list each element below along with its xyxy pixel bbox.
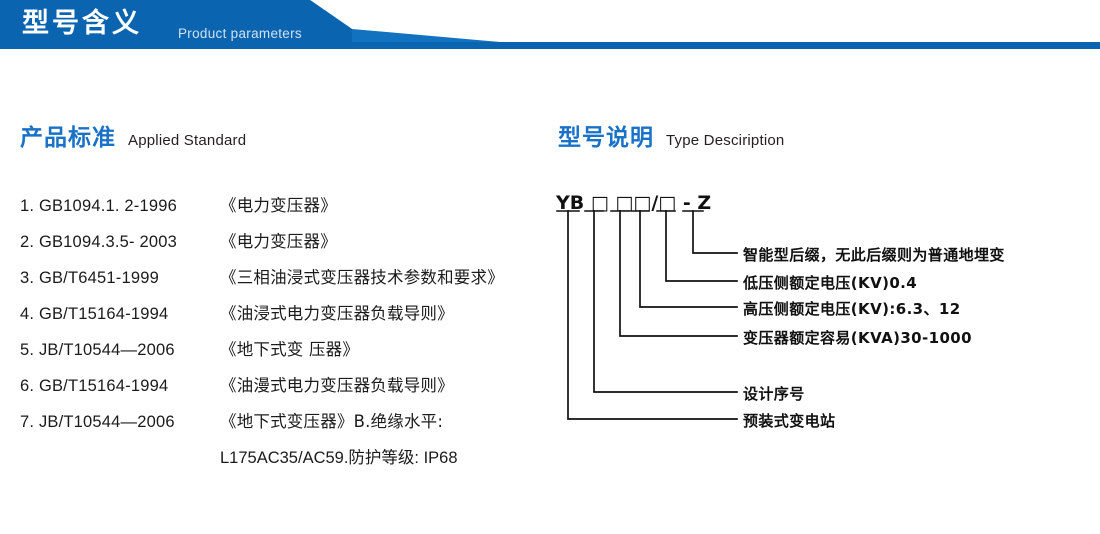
- callout-label-substation: 预装式变电站: [743, 412, 836, 430]
- applied-standards-list: 1. GB1094.1. 2-1996 《电力变压器》 2. GB1094.3.…: [20, 192, 550, 480]
- leader-callout-substation: [567, 210, 738, 420]
- standard-name: 《地下式变压器》B.绝缘水平:: [220, 412, 444, 431]
- standard-item: 2. GB1094.3.5- 2003 《电力变压器》: [20, 228, 550, 264]
- standard-name: 《电力变压器》: [220, 232, 337, 251]
- section-heading-cn: 型号说明: [558, 125, 654, 151]
- callout-label-lv: 低压侧额定电压(KV)0.4: [743, 274, 918, 292]
- leader-callout-capacity: [619, 210, 738, 337]
- standard-code: 3. GB/T6451-1999: [20, 269, 159, 287]
- type-code-string: YB □ □□/□ - Z: [556, 192, 712, 214]
- leader-callout-hv: [639, 210, 738, 308]
- standard-name: 《油浸式电力变压器负载导则》: [220, 304, 454, 323]
- standard-name: 《油漫式电力变压器负载导则》: [220, 376, 454, 395]
- standard-item: 4. GB/T15164-1994 《油浸式电力变压器负载导则》: [20, 300, 550, 336]
- standard-code: 4. GB/T15164-1994: [20, 305, 169, 323]
- standard-name: 《电力变压器》: [220, 196, 337, 215]
- section-heading-cn: 产品标准: [20, 125, 116, 151]
- type-callout-labels: 智能型后缀，无此后缀则为普通地埋变 低压侧额定电压(KV)0.4 高压侧额定电压…: [545, 185, 1090, 445]
- standard-code: 6. GB/T15164-1994: [20, 377, 169, 395]
- standard-code: 7. JB/T10544—2006: [20, 413, 175, 431]
- section-heading-en: Applied Standard: [128, 132, 247, 149]
- standard-item: 7. JB/T10544—2006 《地下式变压器》B.绝缘水平:: [20, 408, 550, 444]
- header-subtitle: Product parameters: [178, 26, 302, 41]
- callout-label-suffix: 智能型后缀，无此后缀则为普通地埋变: [743, 246, 1005, 264]
- standard-item: 1. GB1094.1. 2-1996 《电力变压器》: [20, 192, 550, 228]
- leader-lines: [556, 210, 738, 420]
- header-banner-shape: [0, 0, 1100, 49]
- standard-item: 3. GB/T6451-1999 《三相油浸式变压器技术参数和要求》: [20, 264, 550, 300]
- section-heading-en: Type Desciription: [666, 132, 785, 149]
- page-header: 型号含义 Product parameters: [0, 0, 1100, 52]
- header-title: 型号含义: [22, 8, 142, 39]
- standard-code: 2. GB1094.3.5- 2003: [20, 233, 177, 251]
- callout-label-design-seq: 设计序号: [743, 385, 805, 403]
- callout-label-hv: 高压侧额定电压(KV):6.3、12: [743, 300, 961, 318]
- leader-callout-design-seq: [593, 210, 738, 393]
- standard-name: 《三相油浸式变压器技术参数和要求》: [220, 268, 504, 287]
- section-heading-type-description: 型号说明 Type Desciription: [558, 118, 784, 152]
- type-designation-diagram: YB □ □□/□ - Z: [545, 185, 1090, 445]
- standard-code: 5. JB/T10544—2006: [20, 341, 175, 359]
- standard-code: 1. GB1094.1. 2-1996: [20, 197, 177, 215]
- standard-name: 《地下式变 压器》: [220, 340, 360, 359]
- standard-continuation-text: L175AC35/AC59.防护等级: IP68: [220, 449, 458, 467]
- standard-item: 6. GB/T15164-1994 《油漫式电力变压器负载导则》: [20, 372, 550, 408]
- leader-callout-lv: [665, 210, 738, 282]
- section-heading-applied-standard: 产品标准 Applied Standard: [20, 118, 246, 152]
- callout-label-capacity: 变压器额定容易(KVA)30-1000: [743, 329, 972, 347]
- standard-continuation-line: L175AC35/AC59.防护等级: IP68: [20, 444, 550, 480]
- standard-item: 5. JB/T10544—2006 《地下式变 压器》: [20, 336, 550, 372]
- leader-callout-suffix: [692, 210, 738, 254]
